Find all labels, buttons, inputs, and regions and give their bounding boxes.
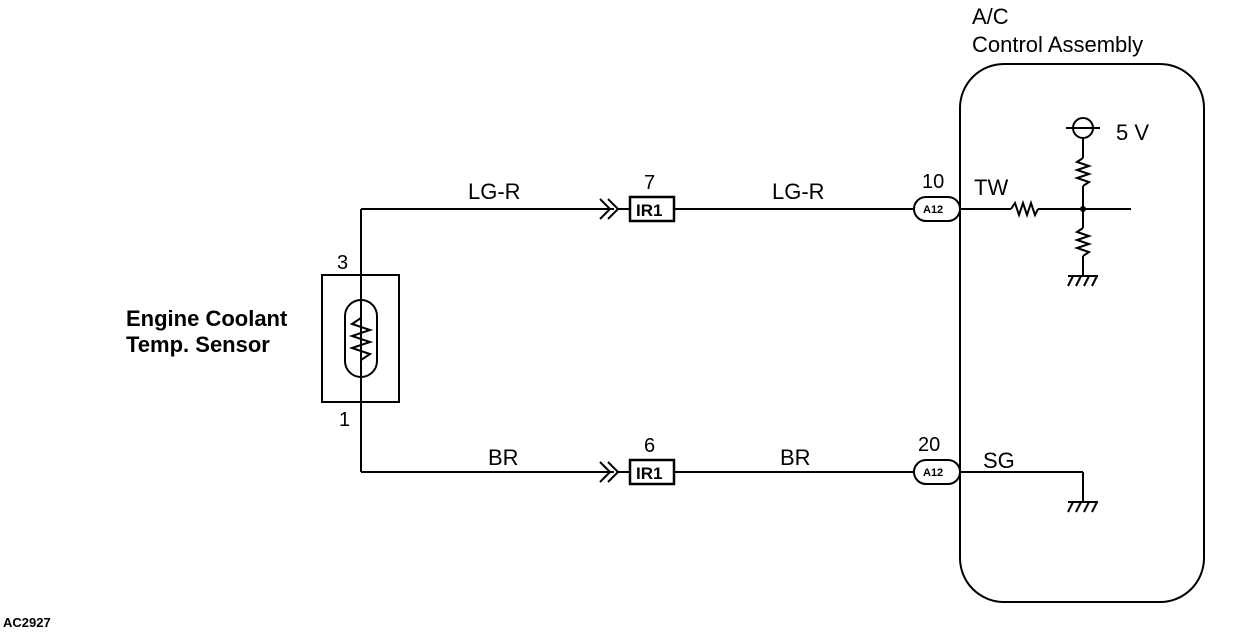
bottom-junction-pin: 6 [644,435,655,457]
pullup-resistor [1073,157,1093,187]
tw-resistor [1010,199,1039,219]
bottom-wire-arrow-1 [599,461,612,483]
ac-title-line2: Control Assembly [972,32,1143,57]
top-terminal-label: TW [974,175,1008,200]
top-wire-color-left: LG-R [468,179,521,204]
sensor-name-line2: Temp. Sensor [126,332,270,357]
bottom-connector-pin: 20 [918,434,940,456]
supply-voltage: 5 V [1116,120,1149,145]
figure-code: AC2927 [3,615,51,630]
sensor-pin-bottom: 1 [339,409,350,431]
top-junction-pin: 7 [644,172,655,194]
ground-icon-bottom [1067,501,1098,513]
top-wire-color-right: LG-R [772,179,825,204]
ac-title-line1: A/C [972,4,1009,29]
sensor-pin-top: 3 [337,252,348,274]
ac-control-assembly-box [959,63,1205,603]
bottom-wire-color-right: BR [780,445,811,470]
top-connector-pin: 10 [922,171,944,193]
bottom-junction-label: IR1 [636,464,662,483]
bottom-connector-label: A12 [923,467,943,479]
top-junction-label: IR1 [636,201,662,220]
sensor-name-line1: Engine Coolant [126,306,288,331]
bottom-terminal-label: SG [983,448,1015,473]
top-connector-label: A12 [923,204,943,216]
pulldown-resistor [1073,227,1093,257]
top-wire-arrow-1 [599,198,612,220]
bottom-wire-color-left: BR [488,445,519,470]
ground-icon-top [1067,275,1098,287]
